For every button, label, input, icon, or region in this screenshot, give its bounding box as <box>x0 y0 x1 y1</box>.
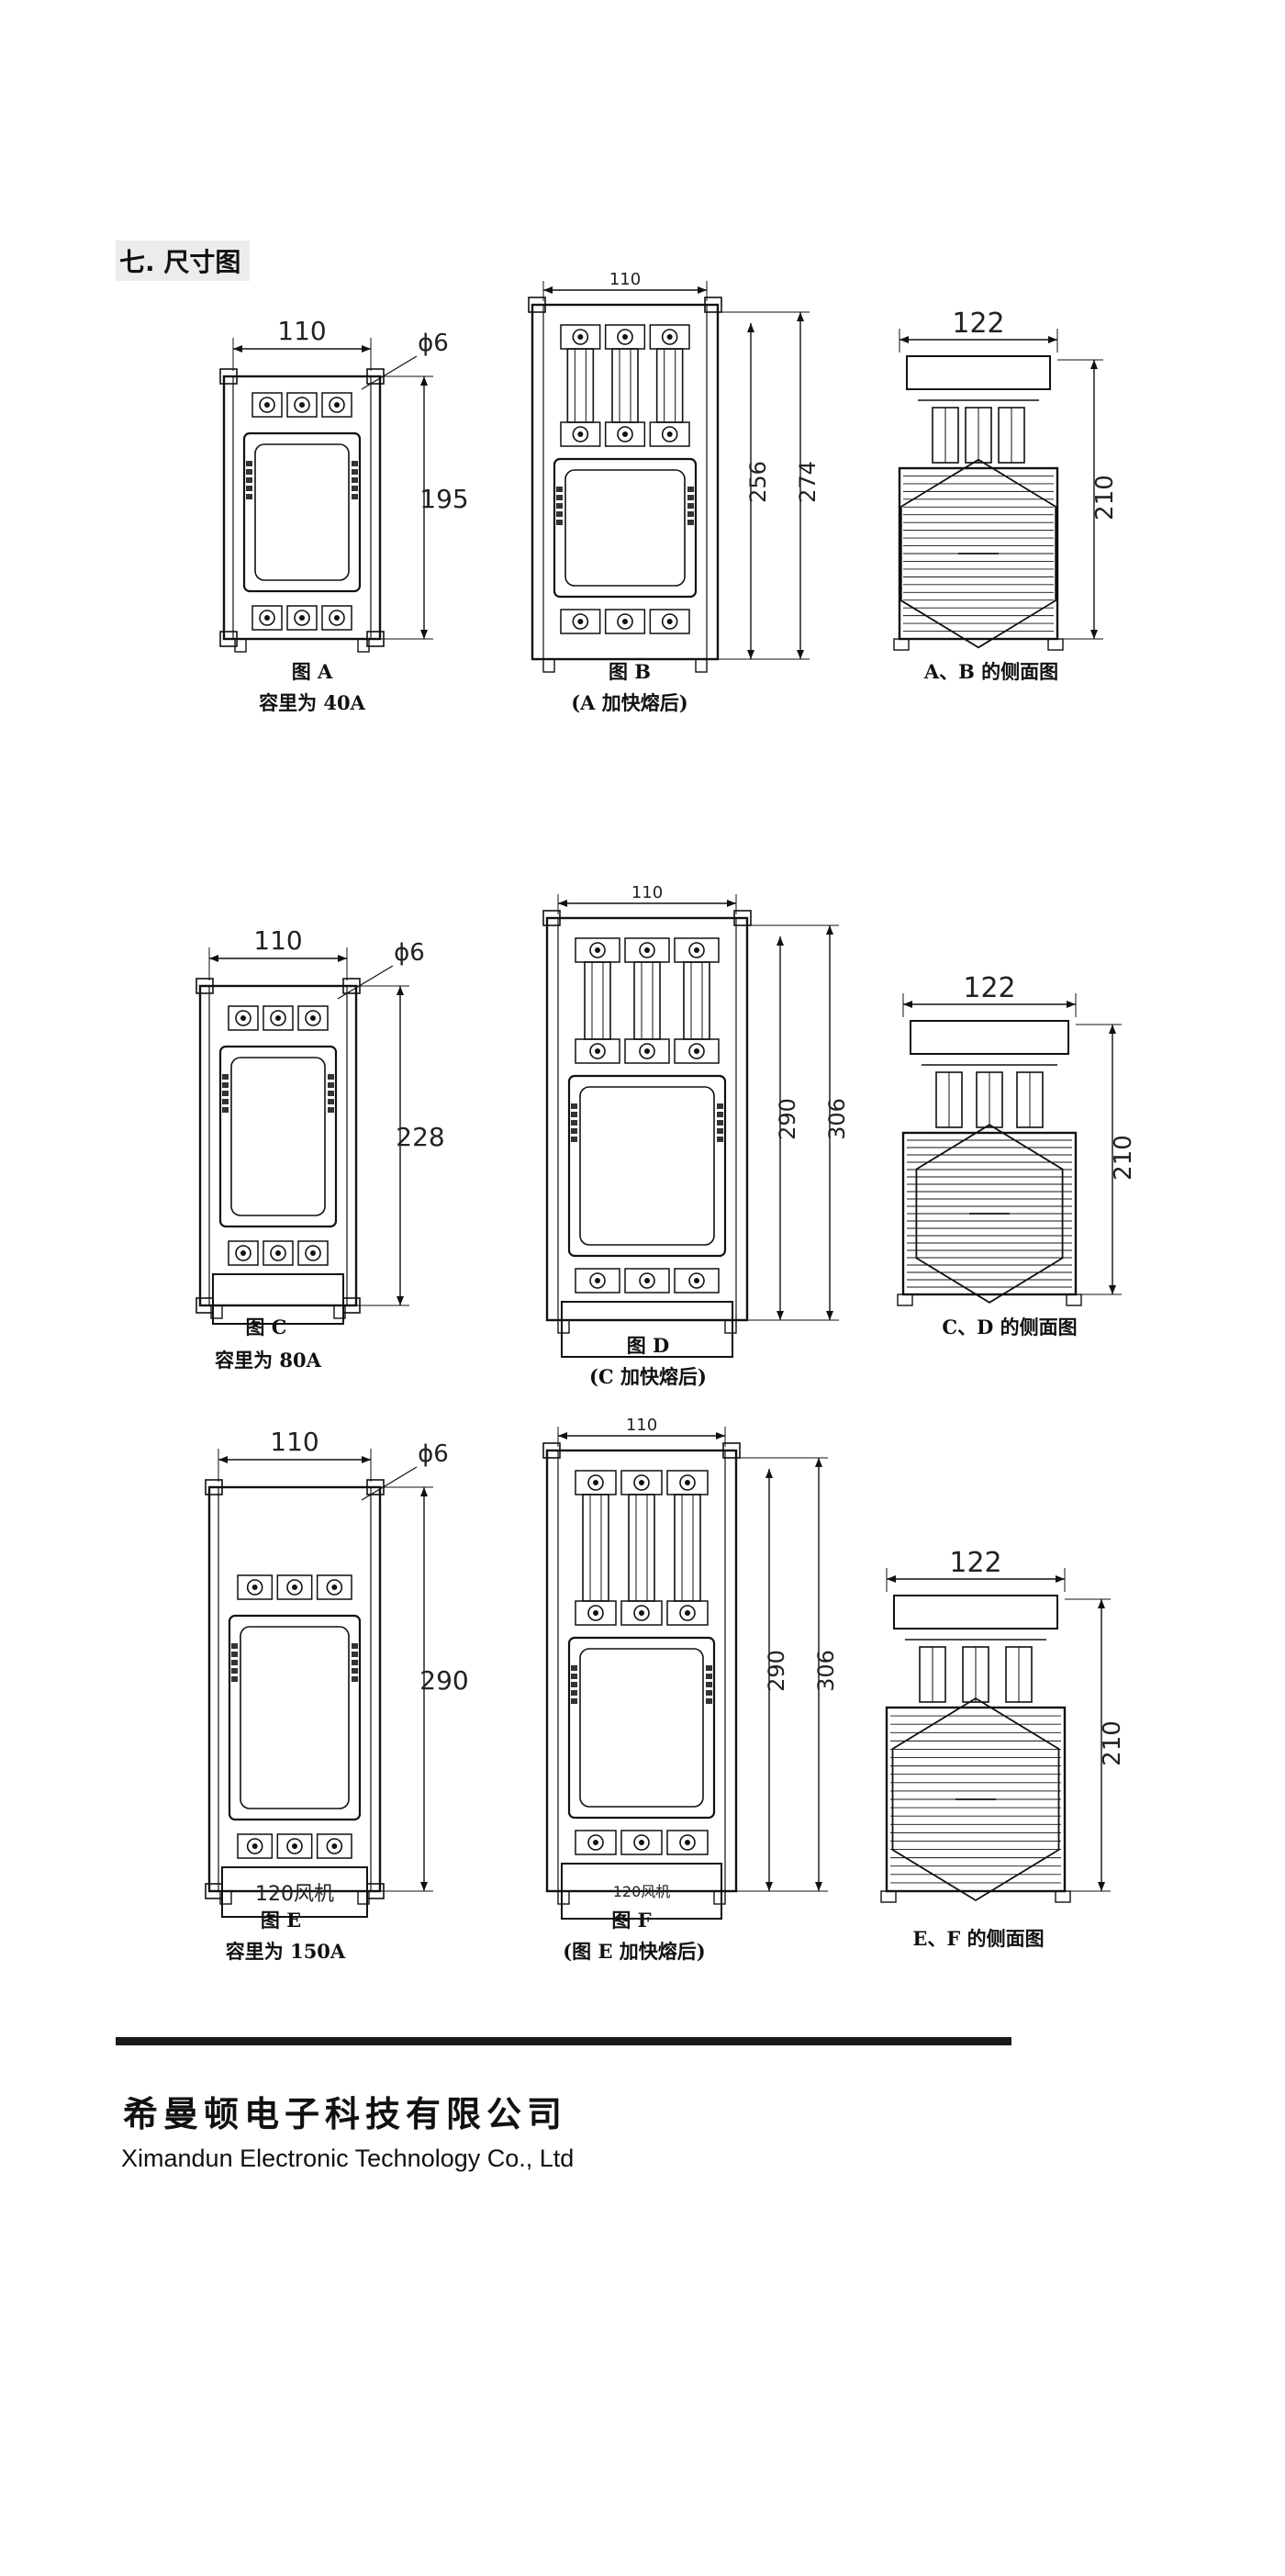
figure-ef-side-drawing-height-dim: 210 <box>1099 1720 1126 1766</box>
figure-e-caption: 图 E <box>260 1909 302 1932</box>
figure-f-caption: 图 F <box>611 1909 652 1932</box>
figure-ab-side-drawing-height-dim: 210 <box>1091 475 1119 521</box>
figure-d-subcaption: (C 加快熔后) <box>589 1365 707 1388</box>
figure-ab-side-caption: A、B 的侧面图 <box>923 660 1059 683</box>
figure-b-drawing: 110 256 274 <box>528 270 821 673</box>
figure-c-drawing-height-dim: 228 <box>396 1122 444 1152</box>
figure-c-drawing: 110 ϕ6 228 <box>196 925 445 1325</box>
figure-c-drawing-hole-dim: ϕ6 <box>394 939 425 967</box>
company-name-chinese: 希曼顿电子科技有限公司 <box>123 2093 568 2134</box>
figure-f-drawing-fan-label: 120风机 <box>613 1883 671 1900</box>
figure-e-drawing-width-dim: 110 <box>270 1427 318 1457</box>
section-title: 七. 尺寸图 <box>116 241 251 281</box>
figure-f-drawing: 120风机 110 290 306 <box>542 1416 839 1920</box>
figure-d-drawing: 110 290 306 <box>542 883 850 1358</box>
figure-b-subcaption: (A 加快熔后) <box>571 691 688 714</box>
figure-f-drawing-width-dim: 110 <box>626 1416 657 1435</box>
figure-cd-side-drawing-width-dim: 122 <box>963 972 1015 1004</box>
figure-c-subcaption: 容里为 80A <box>215 1349 321 1372</box>
figure-a-drawing-height-dim: 195 <box>419 484 468 514</box>
figure-f-subcaption: (图 E 加快熔后) <box>563 1940 706 1963</box>
figure-a-caption: 图 A <box>291 660 333 683</box>
figure-a-drawing-hole-dim: ϕ6 <box>418 330 449 357</box>
figure-e-drawing-height-dim: 290 <box>419 1665 468 1696</box>
figure-c-caption: 图 C <box>245 1316 287 1338</box>
figure-b-drawing-height-dim-2: 274 <box>795 461 821 503</box>
footer-rule <box>116 2037 1011 2045</box>
figure-e-subcaption: 容里为 150A <box>225 1940 346 1963</box>
figure-b-caption: 图 B <box>608 660 652 683</box>
figure-d-drawing-width-dim: 110 <box>631 883 663 902</box>
figure-cd-side-drawing: 122 210 <box>897 972 1137 1306</box>
figure-e-drawing: 120风机 110 ϕ6 290 <box>205 1427 469 1918</box>
figure-a-subcaption: 容里为 40A <box>259 691 365 714</box>
company-name-english: Ximandun Electronic Technology Co., Ltd <box>121 2145 575 2172</box>
figure-b-drawing-width-dim: 110 <box>609 270 641 289</box>
figure-ef-side-drawing: 122 210 <box>880 1547 1126 1903</box>
figure-b-drawing-height-dim-1: 256 <box>745 461 771 503</box>
figure-e-drawing-hole-dim: ϕ6 <box>418 1440 449 1468</box>
figure-a-drawing: 110 ϕ6 195 <box>219 316 469 653</box>
figure-ab-side-drawing: 122 210 <box>893 308 1119 651</box>
figure-f-drawing-height-dim-2: 306 <box>813 1650 839 1692</box>
figure-d-drawing-height-dim-1: 290 <box>775 1098 800 1140</box>
figure-d-drawing-height-dim-2: 306 <box>824 1098 850 1140</box>
figure-e-drawing-fan-label: 120风机 <box>255 1883 334 1906</box>
figure-cd-side-caption: C、D 的侧面图 <box>942 1316 1078 1338</box>
figure-d-caption: 图 D <box>626 1334 670 1357</box>
figure-cd-side-drawing-height-dim: 210 <box>1110 1135 1137 1181</box>
figure-ef-side-drawing-width-dim: 122 <box>949 1547 1001 1579</box>
figure-f-drawing-height-dim-1: 290 <box>764 1650 789 1692</box>
figure-ab-side-drawing-width-dim: 122 <box>952 308 1004 340</box>
figure-a-drawing-width-dim: 110 <box>277 316 326 346</box>
figure-ef-side-caption: E、F 的侧面图 <box>912 1927 1045 1950</box>
figure-c-drawing-width-dim: 110 <box>253 925 302 956</box>
